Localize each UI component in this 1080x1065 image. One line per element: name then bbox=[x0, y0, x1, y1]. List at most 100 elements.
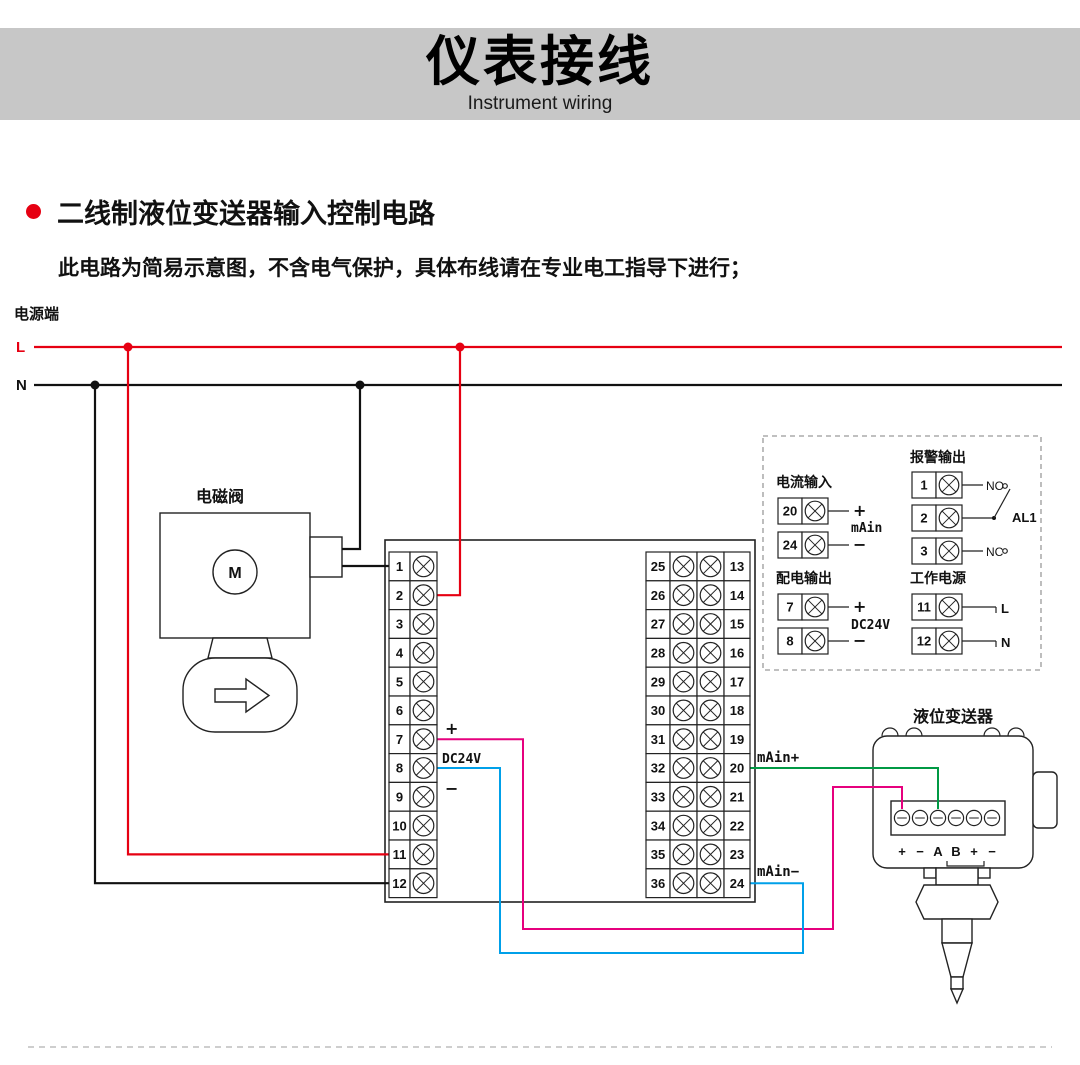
header-band: 仪表接线 Instrument wiring bbox=[0, 28, 1080, 120]
screw-cross bbox=[702, 616, 719, 632]
dc24v-plus-sign: + bbox=[445, 719, 458, 738]
current-input-label: mAin bbox=[851, 521, 882, 536]
terminal-number: 11 bbox=[393, 847, 407, 862]
screw-cross bbox=[415, 875, 432, 891]
screw-cross bbox=[807, 633, 823, 649]
terminal-number: 2 bbox=[396, 588, 403, 603]
terminal-number: 25 bbox=[651, 559, 665, 574]
terminal-number-cell bbox=[645, 752, 671, 783]
terminal-number: 12 bbox=[392, 876, 406, 891]
terminal-number: 13 bbox=[730, 559, 744, 574]
terminal-number-cell bbox=[645, 868, 671, 899]
transmitter-terminal-label: B bbox=[951, 844, 960, 859]
terminal-number: 7 bbox=[786, 600, 793, 615]
wire-n-to-terminal-12 bbox=[93, 385, 413, 885]
line-l-label: L bbox=[16, 339, 25, 356]
transmitter-terminal-label: + bbox=[898, 844, 906, 859]
screw-cross bbox=[675, 702, 692, 719]
alarm-output-title: 报警输出 bbox=[910, 449, 966, 465]
terminal-number-cell bbox=[723, 810, 751, 841]
conduit-entry bbox=[1032, 771, 1058, 829]
screw-cross bbox=[807, 503, 823, 519]
screw-cross bbox=[415, 846, 432, 863]
power-output-plus: + bbox=[853, 597, 866, 616]
terminal-number-cell bbox=[723, 868, 751, 899]
power-terminal-label: 电源端 bbox=[14, 305, 59, 323]
valve-label: 电磁阀 bbox=[196, 487, 244, 506]
wire-l-to-terminal-11 bbox=[126, 347, 413, 856]
housing-bump bbox=[881, 727, 899, 737]
terminal-number: 27 bbox=[651, 617, 665, 632]
screw-cross bbox=[675, 789, 692, 805]
screw-cross bbox=[415, 731, 432, 747]
screw-cross bbox=[941, 599, 957, 615]
terminal-number: 23 bbox=[730, 847, 744, 862]
terminal-number-cell bbox=[645, 839, 671, 870]
wire-dc24v-plus-to-transmitter bbox=[437, 738, 903, 930]
terminal-number: 21 bbox=[730, 790, 744, 805]
relay-lever bbox=[993, 488, 1011, 519]
terminal-number-cell bbox=[645, 695, 671, 726]
screw-cross bbox=[675, 645, 692, 661]
terminal-number-cell bbox=[777, 531, 803, 559]
terminal-number: 1 bbox=[920, 478, 927, 493]
screw-cross bbox=[675, 673, 692, 690]
screw-cross bbox=[415, 616, 432, 632]
terminal-number: 15 bbox=[730, 617, 744, 632]
transmitter-terminal-label: − bbox=[916, 844, 924, 859]
terminal-number: 2 bbox=[920, 511, 927, 526]
bullet-icon bbox=[26, 204, 41, 219]
transmitter-terminal-label: + bbox=[970, 844, 978, 859]
screw-cross bbox=[415, 673, 432, 690]
wire-main-minus-to-dc24v-minus bbox=[437, 767, 804, 954]
screw-cross bbox=[675, 587, 692, 603]
screw-cross bbox=[702, 760, 719, 776]
screw-cross bbox=[807, 599, 823, 615]
probe-tip bbox=[949, 988, 965, 1005]
screw-cross bbox=[415, 645, 432, 661]
terminal-number: 30 bbox=[651, 703, 665, 718]
instrument-outline bbox=[384, 539, 756, 903]
power-output-label: DC24V bbox=[851, 618, 890, 633]
screw-cross bbox=[415, 789, 432, 805]
screw-cross bbox=[415, 817, 432, 834]
solenoid-valve: 电磁阀 M bbox=[159, 487, 343, 733]
terminal-number: 8 bbox=[786, 634, 793, 649]
terminal-number: 17 bbox=[730, 674, 744, 689]
screw-cross bbox=[415, 558, 432, 575]
terminal-number-cell bbox=[911, 504, 937, 532]
terminal-number: 9 bbox=[396, 790, 403, 805]
terminal-number: 24 bbox=[783, 538, 798, 553]
contact-point bbox=[1002, 548, 1008, 554]
dc24v-minus-sign: − bbox=[445, 779, 458, 798]
work-power-title: 工作电源 bbox=[910, 570, 966, 586]
page-title: 仪表接线 bbox=[426, 32, 654, 92]
screw-cross bbox=[675, 817, 692, 834]
terminal-number: 28 bbox=[651, 646, 665, 661]
alarm-name-label: AL1 bbox=[1012, 510, 1037, 525]
valve-motor-letter: M bbox=[228, 565, 241, 582]
screw-cross bbox=[675, 558, 692, 575]
terminal-number-cell bbox=[645, 637, 671, 668]
wire-l-to-terminal-2 bbox=[431, 347, 462, 597]
screw-cross bbox=[702, 846, 719, 863]
housing-bump bbox=[1007, 727, 1025, 737]
screw-cross bbox=[702, 789, 719, 805]
probe-cylinder bbox=[941, 918, 973, 944]
screw-cross bbox=[702, 702, 719, 719]
transmitter-neck bbox=[935, 867, 979, 886]
terminal-number-cell bbox=[645, 781, 671, 812]
terminal-number-cell bbox=[911, 593, 937, 621]
main-minus-label: mAin− bbox=[757, 864, 799, 880]
screw-cross bbox=[702, 558, 719, 575]
terminal-number-cell bbox=[645, 608, 671, 639]
valve-flow-arrow-icon bbox=[214, 677, 271, 714]
terminal-number: 35 bbox=[651, 847, 665, 862]
terminal-number: 3 bbox=[920, 544, 927, 559]
terminal-bracket bbox=[946, 861, 985, 867]
